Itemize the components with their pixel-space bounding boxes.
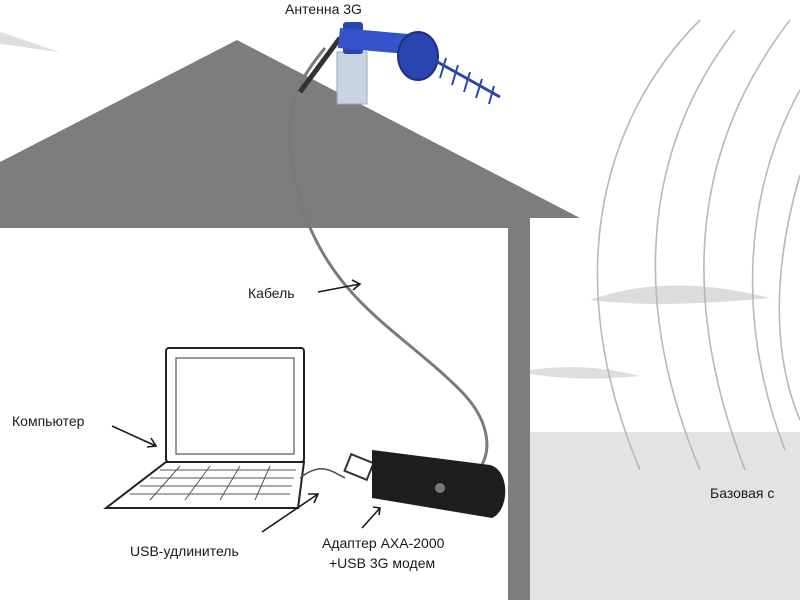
adapter-label-line1: Адаптер AXA-2000 bbox=[322, 535, 445, 551]
signal-wave bbox=[654, 29, 736, 471]
antenna-label: Антенна 3G bbox=[285, 1, 362, 17]
cable-arrowhead bbox=[351, 279, 362, 291]
usb-extender-cable bbox=[299, 468, 346, 479]
wind-streak bbox=[520, 367, 640, 379]
cable-arrow bbox=[317, 283, 361, 293]
signal-wave bbox=[703, 19, 791, 471]
usb-modem bbox=[343, 450, 506, 518]
signal-wave bbox=[596, 19, 701, 471]
callout-arrows bbox=[111, 279, 381, 533]
laptop-keyboard bbox=[130, 465, 296, 501]
cable-label: Кабель bbox=[248, 285, 295, 301]
adapter-label-line2: +USB 3G модем bbox=[329, 555, 435, 571]
antenna-reflector bbox=[397, 31, 439, 81]
adapter-arrowhead bbox=[372, 506, 381, 516]
usb-plug bbox=[343, 452, 375, 482]
wind-streak bbox=[0, 32, 60, 52]
laptop-screen bbox=[175, 357, 295, 455]
adapter-arrow bbox=[361, 507, 381, 529]
computer-arrowhead bbox=[146, 437, 158, 448]
signal-wave bbox=[751, 89, 800, 451]
computer-arrow bbox=[111, 425, 157, 447]
computer-label: Компьютер bbox=[12, 413, 85, 429]
antenna-mast bbox=[336, 51, 368, 105]
antenna-boom bbox=[424, 53, 501, 99]
antenna-elements bbox=[439, 57, 495, 105]
base-station-label: Базовая с bbox=[710, 485, 774, 501]
signal-wave bbox=[778, 174, 800, 421]
usb-extender-arrow bbox=[261, 493, 319, 533]
usb-extender-label: USB-удлинитель bbox=[130, 543, 239, 559]
cable-connector bbox=[297, 36, 343, 94]
signal-waves bbox=[596, 19, 800, 471]
antenna-cable bbox=[288, 47, 489, 469]
antenna-3g bbox=[336, 22, 501, 105]
wind-streak bbox=[590, 285, 770, 304]
usb-extender-arrowhead bbox=[308, 493, 320, 504]
modem-logo-icon bbox=[435, 483, 445, 493]
ground-area bbox=[525, 432, 800, 600]
